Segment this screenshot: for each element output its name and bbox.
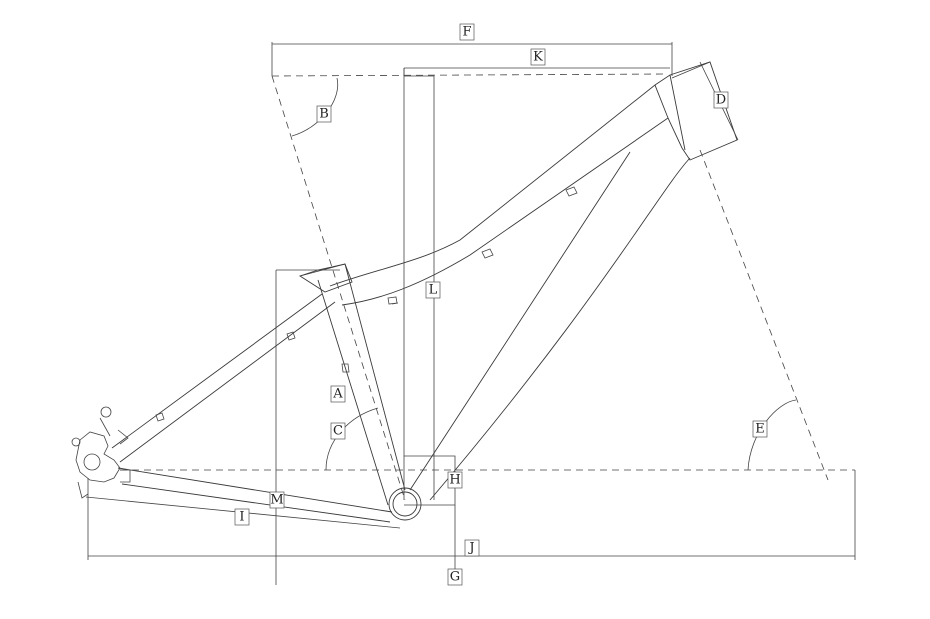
- label-box-a: [330, 385, 346, 403]
- label-text-m: M: [270, 493, 283, 508]
- label-text-k: K: [533, 50, 543, 65]
- label-box-h: [447, 471, 463, 489]
- label-b: B: [316, 105, 332, 123]
- label-text-g: G: [450, 570, 460, 585]
- down-tube: [409, 151, 691, 501]
- dimension-m: [275, 269, 340, 585]
- label-box-d: [713, 91, 729, 109]
- label-text-b: B: [319, 107, 329, 122]
- label-box-m: [269, 491, 285, 509]
- frame: [71, 61, 738, 523]
- label-text-i: I: [239, 510, 244, 525]
- label-j: J: [464, 539, 480, 557]
- label-c: C: [330, 422, 346, 440]
- label-box-c: [330, 422, 346, 440]
- label-text-j: J: [467, 541, 474, 556]
- seat-tube: [299, 263, 406, 506]
- label-box-k: [530, 48, 546, 66]
- chain-stay: [117, 467, 393, 523]
- label-box-b: [316, 105, 332, 123]
- label-box-g: [447, 568, 463, 586]
- label-text-h: H: [449, 473, 460, 488]
- label-text-a: A: [332, 387, 343, 402]
- label-box-i: [234, 508, 250, 526]
- label-box-j: [464, 539, 480, 557]
- label-e: E: [752, 420, 768, 438]
- label-box-f: [459, 23, 475, 41]
- dimension-h: [404, 455, 456, 506]
- bottom-bracket: [388, 487, 422, 521]
- label-k: K: [530, 48, 546, 66]
- label-a: A: [330, 385, 346, 403]
- label-h: H: [447, 471, 463, 489]
- label-g: G: [447, 568, 463, 586]
- label-i: I: [234, 508, 250, 526]
- label-text-d: D: [716, 93, 726, 108]
- label-box-e: [752, 420, 768, 438]
- dimension-lines: [85, 42, 856, 585]
- label-l: L: [425, 281, 441, 299]
- label-box-l: [425, 281, 441, 299]
- label-m: M: [269, 491, 285, 509]
- label-text-e: E: [755, 422, 765, 437]
- seat-stay: [111, 293, 336, 463]
- rear-dropout: [71, 406, 131, 499]
- cable-guides: [155, 186, 578, 422]
- label-text-c: C: [333, 424, 343, 439]
- dimension-labels: A B C D E F G H I J K L M: [234, 23, 768, 586]
- label-text-f: F: [462, 25, 471, 40]
- label-f: F: [459, 23, 475, 41]
- dimension-f: [271, 42, 673, 76]
- head-tube: [654, 61, 738, 161]
- top-tube: [329, 84, 669, 306]
- label-d: D: [713, 91, 729, 109]
- label-text-l: L: [429, 283, 438, 298]
